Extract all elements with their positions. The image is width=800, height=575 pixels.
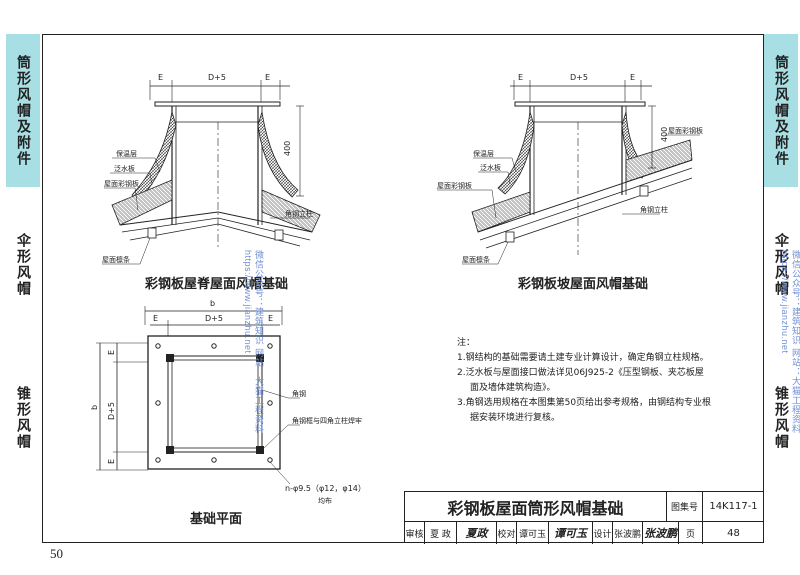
ridge-section-drawing [102, 80, 321, 265]
plan-dim-e-top-left: E [153, 314, 158, 323]
plan-dim-e-left-top: E [107, 350, 116, 355]
side-tab-right-cone[interactable]: 锥形风帽 [764, 343, 798, 493]
slope-label-roof-panel-left: 屋面彩钢板 [437, 181, 472, 190]
review-label: 审核 [405, 522, 425, 544]
side-tab-label: 筒形风帽及附件 [15, 54, 31, 167]
side-tab-right-umbrella[interactable]: 伞形风帽 [764, 190, 798, 340]
ridge-label-purlin: 屋面檩条 [102, 255, 130, 264]
slope-label-flashing: 泛水板 [480, 163, 501, 172]
side-tab-label: 筒形风帽及附件 [773, 54, 789, 167]
notes-block: 注： 1.钢结构的基础需要请土建专业计算设计，确定角钢立柱规格。 2.泛水板与屋… [457, 336, 711, 426]
page-label: 页 [679, 522, 703, 544]
plan-dim-d5-top: D+5 [205, 314, 223, 323]
slope-dim-400: 400 [660, 127, 669, 142]
side-tab-label: 伞形风帽 [15, 233, 31, 297]
note-item: 据安装环境进行复核。 [470, 413, 561, 423]
plan-label-angle: 角钢 [292, 389, 306, 398]
plan-label-holes-sub: 均布 [318, 496, 332, 505]
check-name: 谭可玉 [517, 522, 549, 544]
ridge-label-insulation: 保温层 [116, 149, 137, 158]
plan-dim-e-top-right: E [268, 314, 273, 323]
watermark-left: 微信公众号：建筑知识 网站：大猫工程资料 https://www.jianzhu… [243, 250, 264, 434]
page-value: 48 [727, 527, 740, 539]
note-item: 3.角钢选用规格在本图集第50页给出参考规格，由钢结构专业根 [457, 398, 712, 408]
side-tab-label: 锥形风帽 [15, 386, 31, 450]
side-tab-left-cone[interactable]: 锥形风帽 [6, 343, 40, 493]
ridge-dim-400: 400 [283, 141, 292, 156]
check-signature: 谭可玉 [549, 522, 593, 544]
slope-dim-d5: D+5 [570, 73, 588, 82]
notes-heading: 注： [457, 338, 476, 348]
slope-label-insulation: 保温层 [473, 149, 494, 158]
plan-label-weld: 角钢框与四角立柱焊牢 [292, 416, 362, 425]
review-name: 夏 政 [425, 522, 457, 544]
watermark-right: 微信公众号：建筑知识 网站：大猫工程资料 https://www.jianzhu… [780, 250, 800, 434]
slope-caption: 彩钢板坡屋面风帽基础 [518, 277, 649, 292]
ridge-caption: 彩钢板屋脊屋面风帽基础 [145, 277, 289, 292]
slope-label-purlin: 屋面檩条 [462, 255, 490, 264]
drawing-frame [42, 34, 764, 543]
atlas-label: 图集号 [667, 492, 703, 522]
plan-caption: 基础平面 [190, 512, 243, 527]
design-name: 张波鹏 [613, 522, 643, 544]
page-number: 50 [50, 546, 63, 561]
design-signature: 张波鹏 [643, 522, 679, 544]
plan-dim-b-left: b [90, 405, 99, 410]
ridge-label-roof-panel: 屋面彩钢板 [104, 179, 139, 188]
slope-label-angle-post: 角钢立柱 [640, 205, 668, 214]
ridge-dim-e-left: E [158, 73, 163, 82]
plan-label-holes: n-φ9.5（φ12，φ14） [285, 484, 366, 493]
side-tab-right-cylinder[interactable]: 筒形风帽及附件 [764, 34, 798, 187]
ridge-dim-e-right: E [265, 73, 270, 82]
plan-dim-e-left-bottom: E [107, 459, 116, 464]
side-tab-label: 伞形风帽 [773, 233, 789, 297]
note-item: 1.钢结构的基础需要请土建专业计算设计，确定角钢立柱规格。 [457, 353, 709, 363]
title-block: 彩钢板屋面筒形风帽基础 图集号 14K117-1 审核 夏 政 夏政 校对 谭可… [404, 491, 764, 544]
plan-dim-d5-left: D+5 [107, 402, 116, 420]
note-item: 面及墙体建筑构造》。 [470, 383, 556, 393]
ridge-label-angle-post: 角钢立柱 [285, 209, 313, 218]
slope-dim-e-left: E [518, 73, 523, 82]
side-tab-left-umbrella[interactable]: 伞形风帽 [6, 190, 40, 340]
slope-label-roof-panel-right: 屋面彩钢板 [668, 126, 703, 135]
ridge-label-flashing: 泛水板 [114, 164, 135, 173]
plan-dim-b-top: b [210, 299, 215, 308]
check-label: 校对 [497, 522, 517, 544]
slope-section-drawing [437, 80, 700, 265]
note-item: 2.泛水板与屋面接口做法详见06J925-2《压型钢板、夹芯板屋 [457, 368, 704, 378]
plan-drawing [96, 306, 300, 485]
ridge-dim-d5: D+5 [208, 73, 226, 82]
side-tab-left-cylinder[interactable]: 筒形风帽及附件 [6, 34, 40, 187]
slope-dim-e-right: E [630, 73, 635, 82]
atlas-value: 14K117-1 [703, 492, 764, 522]
design-label: 设计 [593, 522, 613, 544]
side-tab-label: 锥形风帽 [773, 386, 789, 450]
drawing-title: 彩钢板屋面筒形风帽基础 [405, 492, 667, 522]
review-signature: 夏政 [457, 522, 497, 544]
